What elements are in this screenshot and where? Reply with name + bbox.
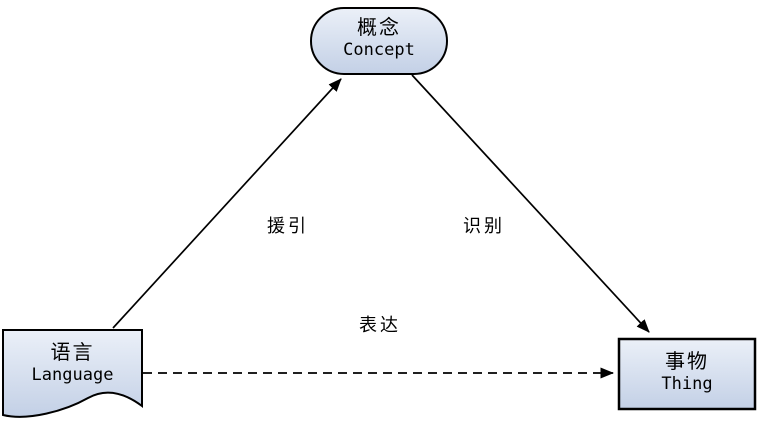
refer-arrow [112,78,342,329]
thing-shape [617,337,757,411]
language-shape [2,329,143,418]
identify-arrow [411,74,650,333]
concept-shape [310,7,448,75]
